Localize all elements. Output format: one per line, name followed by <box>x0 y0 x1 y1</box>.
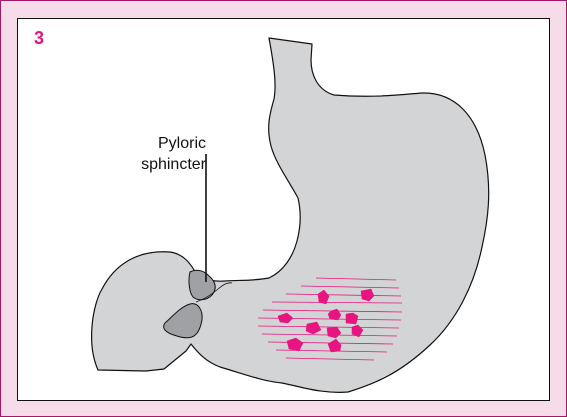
pyloric-sphincter-label: Pyloric sphincter <box>76 133 206 175</box>
pyloric-sphincter-label-line2: sphincter <box>76 154 206 175</box>
food-particle <box>346 313 358 324</box>
pyloric-sphincter-upper <box>189 270 215 299</box>
pyloric-sphincter-label-line1: Pyloric <box>76 133 206 154</box>
stomach-body <box>92 38 489 392</box>
